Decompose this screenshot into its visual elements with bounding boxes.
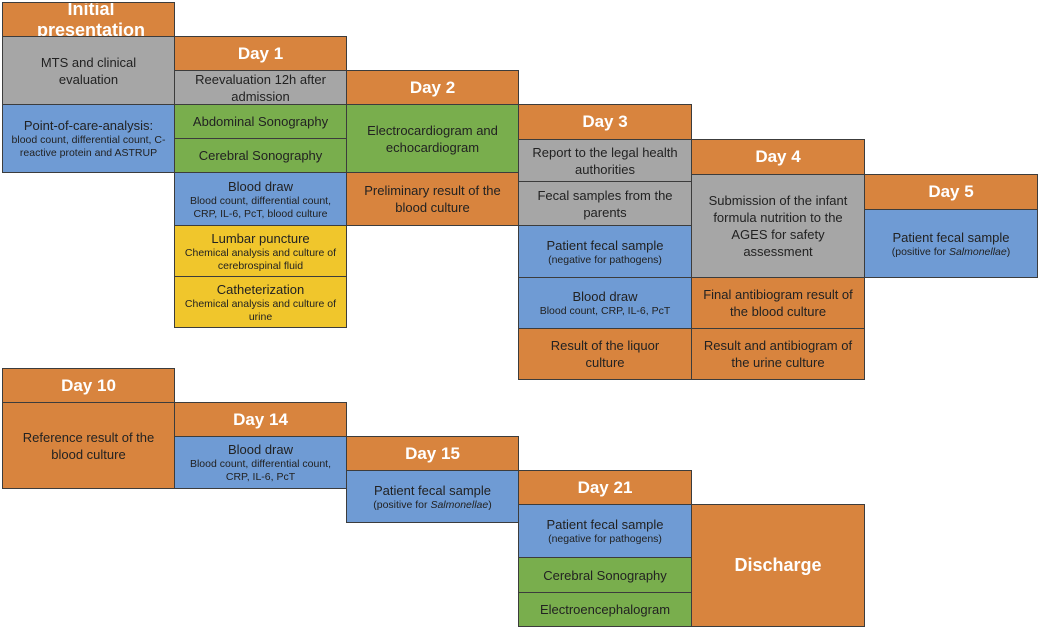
day21-eeg-label: Electroencephalogram — [539, 602, 671, 617]
day2-ecg-box: Electrocardiogram and echocardiogram — [346, 104, 519, 173]
point-of-care-title: Point-of-care-analysis: — [23, 118, 154, 133]
day1-cerebral-label: Cerebral Sonography — [198, 148, 323, 163]
day4-submission-label: Submission of the infant formula nutriti… — [708, 193, 848, 259]
day21-cerebral-label: Cerebral Sonography — [543, 567, 667, 583]
day1-lumbar-title: Lumbar puncture — [211, 230, 310, 246]
day15-patient-fecal-title: Patient fecal sample — [373, 482, 492, 498]
day10-header-label: Day 10 — [61, 375, 116, 395]
initial-presentation-header-label: Initial presentation — [36, 2, 146, 37]
day3-report-label: Report to the legal health authorities — [532, 144, 678, 177]
day4-submission-box: Submission of the infant formula nutriti… — [691, 174, 865, 278]
day2-preliminary-label: Preliminary result of the blood culture — [364, 183, 501, 215]
day21-patient-fecal-title: Patient fecal sample — [546, 517, 664, 532]
point-of-care-box: Point-of-care-analysis: blood count, dif… — [2, 104, 175, 173]
day5-patient-fecal-subtitle: (positive for Salmonellae) — [892, 246, 1010, 259]
day2-ecg-label: Electrocardiogram and echocardiogram — [367, 122, 498, 155]
day3-fecal-parents-label: Fecal samples from the parents — [537, 187, 673, 220]
day1-blood-box: Blood draw Blood count, differential cou… — [174, 172, 347, 226]
day10-header: Day 10 — [2, 368, 175, 403]
day4-urine-label: Result and antibiogram of the urine cult… — [703, 338, 853, 370]
day5-fecal-sub-organism: Salmonellae — [948, 245, 1007, 258]
day3-blood-title: Blood draw — [572, 289, 638, 304]
day5-patient-fecal-box: Patient fecal sample (positive for Salmo… — [864, 209, 1038, 278]
day3-liquor-box: Result of the liquor culture — [518, 328, 692, 380]
day1-cerebral-box: Cerebral Sonography — [174, 138, 347, 173]
day1-abdominal-label: Abdominal Sonography — [192, 114, 329, 129]
day14-header-label: Day 14 — [233, 409, 288, 429]
discharge-label: Discharge — [734, 555, 822, 575]
day21-cerebral-box: Cerebral Sonography — [518, 557, 692, 593]
day15-header-label: Day 15 — [405, 443, 460, 463]
day21-header-label: Day 21 — [577, 477, 633, 497]
discharge-box: Discharge — [691, 504, 865, 627]
day2-preliminary-box: Preliminary result of the blood culture — [346, 172, 519, 226]
day14-blood-box: Blood draw Blood count, differential cou… — [174, 436, 347, 489]
day4-antibiogram-box: Final antibiogram result of the blood cu… — [691, 277, 865, 329]
point-of-care-subtitle: blood count, differential count, C-react… — [11, 134, 166, 159]
day21-header: Day 21 — [518, 470, 692, 505]
day3-report-box: Report to the legal health authorities — [518, 139, 692, 182]
day3-blood-subtitle: Blood count, CRP, IL-6, PcT — [539, 305, 671, 317]
day1-header-label: Day 1 — [237, 43, 284, 63]
day1-reevaluation-box: Reevaluation 12h after admission — [174, 70, 347, 105]
day1-lumbar-subtitle: Chemical analysis and culture of cerebro… — [184, 246, 337, 272]
day15-patient-fecal-box: Patient fecal sample (positive for Salmo… — [346, 470, 519, 523]
day5-patient-fecal-title: Patient fecal sample — [892, 229, 1010, 245]
day15-fecal-sub-post: ) — [488, 498, 492, 511]
day15-fecal-sub-organism: Salmonellae — [430, 498, 489, 511]
day14-blood-title: Blood draw — [227, 442, 294, 457]
day4-antibiogram-label: Final antibiogram result of the blood cu… — [703, 287, 853, 319]
day3-fecal-parents-box: Fecal samples from the parents — [518, 181, 692, 226]
day4-urine-box: Result and antibiogram of the urine cult… — [691, 328, 865, 380]
day1-blood-title: Blood draw — [227, 178, 294, 194]
day2-header-label: Day 2 — [409, 77, 456, 97]
day3-blood-box: Blood draw Blood count, CRP, IL-6, PcT — [518, 277, 692, 329]
day15-patient-fecal-subtitle: (positive for Salmonellae) — [373, 499, 491, 512]
day3-patient-fecal-box: Patient fecal sample (negative for patho… — [518, 225, 692, 278]
day5-fecal-sub-pre: (positive for — [891, 245, 949, 258]
day1-header: Day 1 — [174, 36, 347, 71]
day21-eeg-box: Electroencephalogram — [518, 592, 692, 627]
day1-lumbar-box: Lumbar puncture Chemical analysis and cu… — [174, 225, 347, 277]
day1-reevaluation-label: Reevaluation 12h after admission — [195, 71, 326, 104]
mts-evaluation-label: MTS and clinical evaluation — [40, 54, 137, 87]
day3-patient-fecal-subtitle: (negative for pathogens) — [548, 253, 662, 266]
day14-blood-subtitle: Blood count, differential count, CRP, IL… — [189, 458, 332, 483]
day21-patient-fecal-subtitle: (negative for pathogens) — [548, 533, 662, 545]
day15-header: Day 15 — [346, 436, 519, 471]
day5-fecal-sub-post: ) — [1006, 245, 1011, 258]
day3-header: Day 3 — [518, 104, 692, 140]
initial-presentation-header: Initial presentation — [2, 2, 175, 37]
day3-header-label: Day 3 — [582, 112, 628, 131]
day2-header: Day 2 — [346, 70, 519, 105]
day4-header-label: Day 4 — [755, 147, 801, 166]
day4-header: Day 4 — [691, 139, 865, 175]
day5-header: Day 5 — [864, 174, 1038, 210]
day10-reference-box: Reference result of the blood culture — [2, 402, 175, 489]
day1-blood-subtitle: Blood count, differential count, CRP, IL… — [189, 194, 332, 220]
day3-liquor-label: Result of the liquor culture — [550, 338, 660, 370]
day15-fecal-sub-pre: (positive for — [373, 498, 431, 511]
day1-catheterization-title: Catheterization — [216, 281, 305, 297]
day1-catheterization-box: Catheterization Chemical analysis and cu… — [174, 276, 347, 328]
day21-patient-fecal-box: Patient fecal sample (negative for patho… — [518, 504, 692, 558]
day10-reference-label: Reference result of the blood culture — [22, 429, 155, 462]
day1-catheterization-subtitle: Chemical analysis and culture of urine — [184, 297, 337, 323]
day3-patient-fecal-title: Patient fecal sample — [546, 237, 664, 253]
day1-abdominal-box: Abdominal Sonography — [174, 104, 347, 139]
mts-evaluation-box: MTS and clinical evaluation — [2, 36, 175, 105]
day14-header: Day 14 — [174, 402, 347, 437]
day5-header-label: Day 5 — [928, 182, 974, 201]
